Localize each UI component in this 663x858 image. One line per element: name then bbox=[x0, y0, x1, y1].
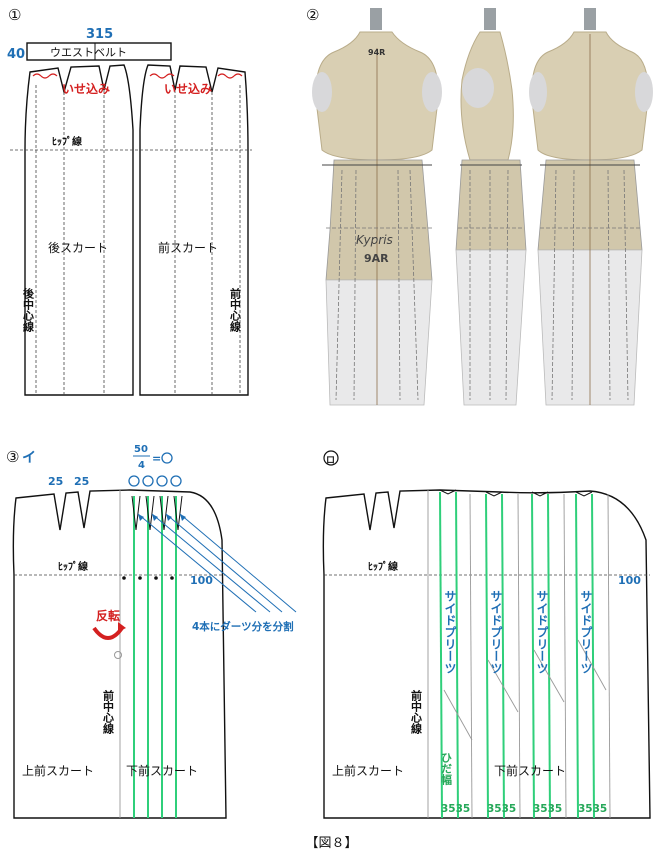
belt-width-label: 40 bbox=[7, 47, 25, 62]
belt-label: ウエストベルト bbox=[50, 46, 127, 59]
circle-symbol bbox=[161, 452, 173, 464]
waist-length-label: 315 bbox=[86, 27, 113, 42]
fraction-equals: = bbox=[152, 452, 161, 465]
hip-line-label-3: ﾋｯﾌﾟ線 bbox=[58, 560, 88, 573]
panel-4-circle bbox=[323, 450, 339, 466]
ease-label-back: いせ込み bbox=[62, 81, 110, 96]
lower-skirt-label-4: 下前スカート bbox=[494, 763, 566, 778]
side-pleat-4: サイドプリーツ bbox=[579, 590, 593, 674]
pleat-width-label: ひだ幅 bbox=[440, 752, 453, 786]
dart-1-label: 25 bbox=[48, 475, 63, 488]
back-center-label: 後中心線 bbox=[22, 287, 35, 333]
panel-2: ② 94R Kypris 9AR bbox=[306, 6, 653, 406]
circle-1 bbox=[128, 475, 140, 487]
lower-skirt-label-3: 下前スカート bbox=[126, 763, 198, 778]
panel-4: ロ ﾋｯﾌﾟ線 100 サイドプリーツ サイドプリーツ サイドプリーツ サイドプ… bbox=[322, 450, 651, 819]
fraction-denominator: 4 bbox=[138, 460, 145, 471]
figure-caption: 【図８】 bbox=[305, 836, 358, 851]
hip-value-4: 100 bbox=[618, 574, 641, 587]
ease-label-front: いせ込み bbox=[164, 81, 212, 96]
upper-skirt-label-3: 上前スカート bbox=[22, 763, 94, 778]
dress-form-back bbox=[529, 8, 653, 406]
pleat-width-3: 3535 bbox=[533, 803, 562, 815]
circle-4 bbox=[170, 475, 182, 487]
side-pleat-2: サイドプリーツ bbox=[489, 590, 503, 674]
panel-4-outline bbox=[322, 489, 651, 819]
side-pleat-1: サイドプリーツ bbox=[443, 590, 457, 674]
back-skirt-outline bbox=[24, 64, 134, 396]
ease-mark-3 bbox=[217, 73, 243, 79]
front-center-label-3: 前中心線 bbox=[102, 689, 115, 735]
pleat-width-4: 3535 bbox=[578, 803, 607, 815]
front-center-label: 前中心線 bbox=[229, 287, 242, 333]
pleat-width-2: 3535 bbox=[487, 803, 516, 815]
flip-label: 反転 bbox=[96, 608, 120, 623]
panel-3-sub: イ bbox=[22, 450, 36, 466]
dress-form-side bbox=[455, 8, 527, 406]
hip-value-3: 100 bbox=[190, 574, 213, 587]
panel-4-number: ロ bbox=[326, 456, 335, 466]
fraction-numerator: 50 bbox=[134, 444, 148, 455]
back-skirt-label: 後スカート bbox=[48, 241, 108, 255]
panel-3: ③ イ 50 4 = 25 25 ﾋｯﾌﾟ線 100 4本にダーツ分を分割 bbox=[6, 444, 297, 819]
pleat-width-1: 3535 bbox=[441, 803, 470, 815]
panel-2-number: ② bbox=[306, 6, 319, 24]
hip-line-label-4: ﾋｯﾌﾟ線 bbox=[368, 560, 398, 573]
upper-skirt-label-4: 上前スカート bbox=[332, 763, 404, 778]
size-tag: 94R bbox=[368, 48, 385, 57]
side-pleat-3: サイドプリーツ bbox=[535, 590, 549, 674]
waist-belt bbox=[26, 42, 172, 61]
front-center-label-4: 前中心線 bbox=[410, 689, 423, 735]
panel-3-number: ③ bbox=[6, 448, 19, 466]
split-note: 4本にダーツ分を分割 bbox=[192, 620, 294, 633]
hip-line-label-1: ﾋｯﾌﾟ線 bbox=[52, 135, 82, 148]
front-skirt-label: 前スカート bbox=[158, 240, 218, 255]
brand-label: Kypris bbox=[356, 233, 393, 247]
dart-2-label: 25 bbox=[74, 475, 89, 488]
dress-form-front: 94R Kypris 9AR bbox=[312, 8, 442, 406]
size-big-label: 9AR bbox=[364, 252, 389, 265]
circle-3 bbox=[156, 475, 168, 487]
front-skirt-outline bbox=[139, 64, 249, 396]
panel-3-outline bbox=[12, 489, 227, 819]
circle-2 bbox=[142, 475, 154, 487]
ease-mark-1 bbox=[32, 73, 58, 79]
panel-1: ① 315 40 ウエストベルト いせ込み いせ込み ﾋｯﾌﾟ線 後スカート 前… bbox=[7, 6, 252, 396]
panel-1-number: ① bbox=[8, 6, 21, 24]
ease-mark-2 bbox=[149, 73, 175, 79]
